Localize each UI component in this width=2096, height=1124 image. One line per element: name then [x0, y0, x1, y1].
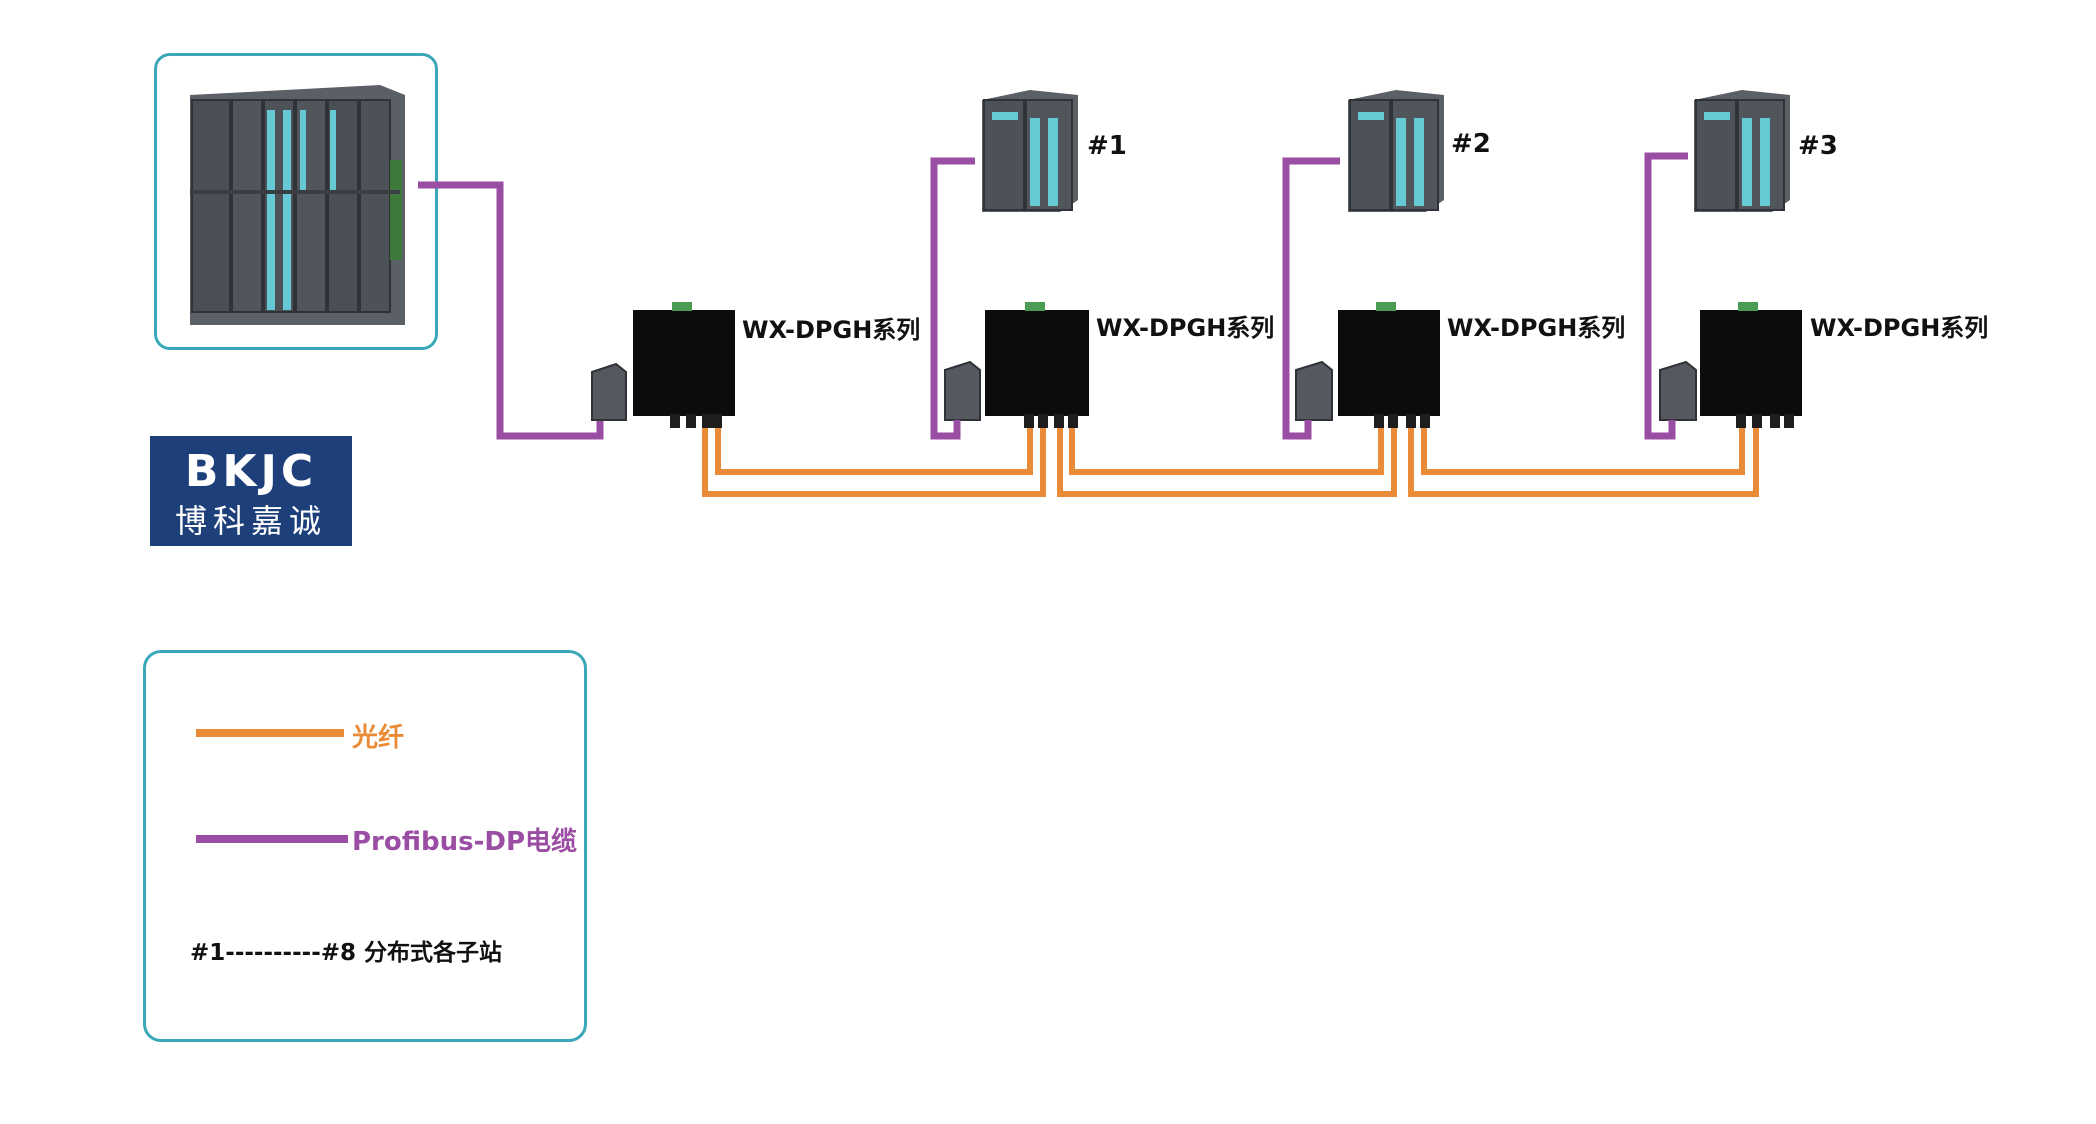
legend-profibus-swatch	[196, 835, 348, 843]
converter-1	[591, 302, 735, 428]
profibus-cable-station-3	[1644, 152, 1688, 440]
slave-station-3	[1694, 90, 1790, 212]
legend: 光纤 Profibus-DP电缆 #1----------#8 分布式各子站	[143, 650, 587, 1042]
logo-latin-text: BKJC	[184, 446, 318, 497]
slave-station-2	[1348, 90, 1444, 212]
legend-fiber-label: 光纤	[352, 723, 405, 753]
legend-stations-note: #1----------#8 分布式各子站	[190, 940, 503, 966]
company-logo: BKJC 博科嘉诚	[150, 436, 352, 546]
master-plc	[190, 85, 405, 325]
converter-4-label: WX-DPGH系列	[1810, 314, 1989, 342]
fiber-link-3-4	[1408, 428, 1759, 497]
converter-2	[944, 302, 1089, 428]
converter-2-label: WX-DPGH系列	[1096, 314, 1275, 342]
legend-profibus-label: Profibus-DP电缆	[352, 827, 578, 857]
slave-station-1	[982, 90, 1078, 212]
fiber-link-1-2	[702, 428, 1046, 497]
logo-chinese-text: 博科嘉诚	[174, 502, 327, 540]
station-1-label: #1	[1087, 131, 1127, 161]
converter-1-label: WX-DPGH系列	[742, 316, 921, 344]
station-2-label: #2	[1451, 129, 1491, 159]
profibus-cable-station-1	[930, 157, 975, 440]
converter-3-label: WX-DPGH系列	[1447, 314, 1626, 342]
converter-4	[1659, 302, 1802, 428]
profibus-cable-station-2	[1282, 157, 1340, 440]
fiber-link-2-3	[1057, 428, 1397, 497]
legend-fiber-swatch	[196, 729, 344, 737]
station-3-label: #3	[1798, 131, 1838, 161]
converter-3	[1295, 302, 1440, 428]
profibus-cable-master	[418, 181, 604, 440]
